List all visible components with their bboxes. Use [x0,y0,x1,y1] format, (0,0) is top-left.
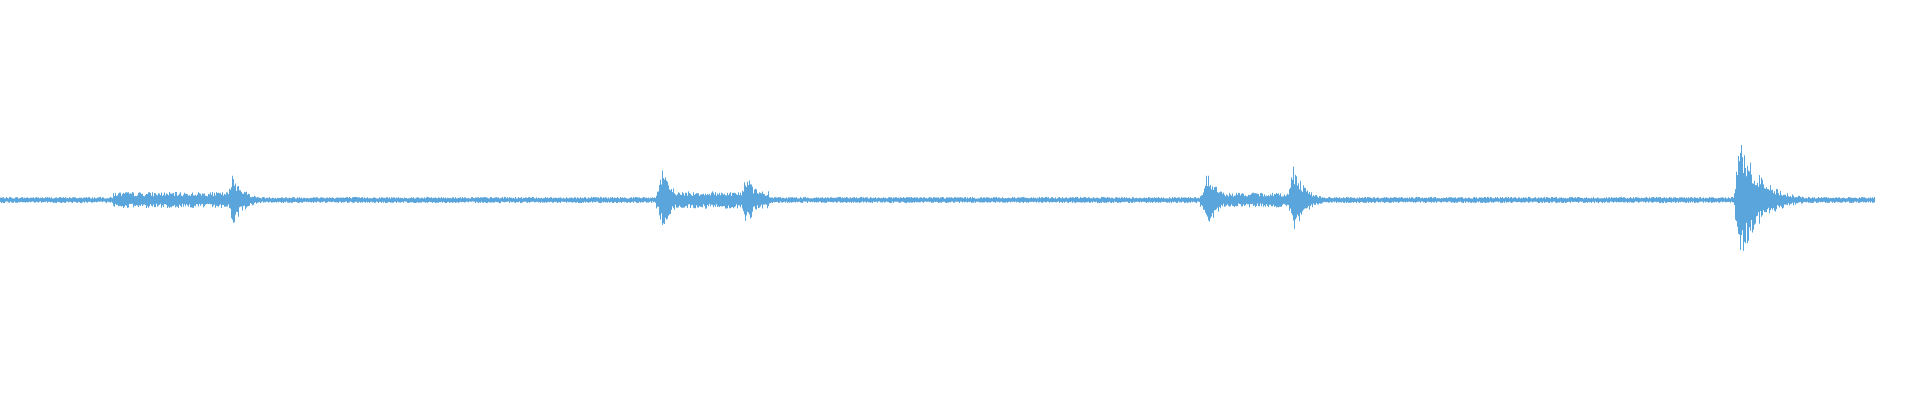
waveform-samples [0,145,1875,251]
